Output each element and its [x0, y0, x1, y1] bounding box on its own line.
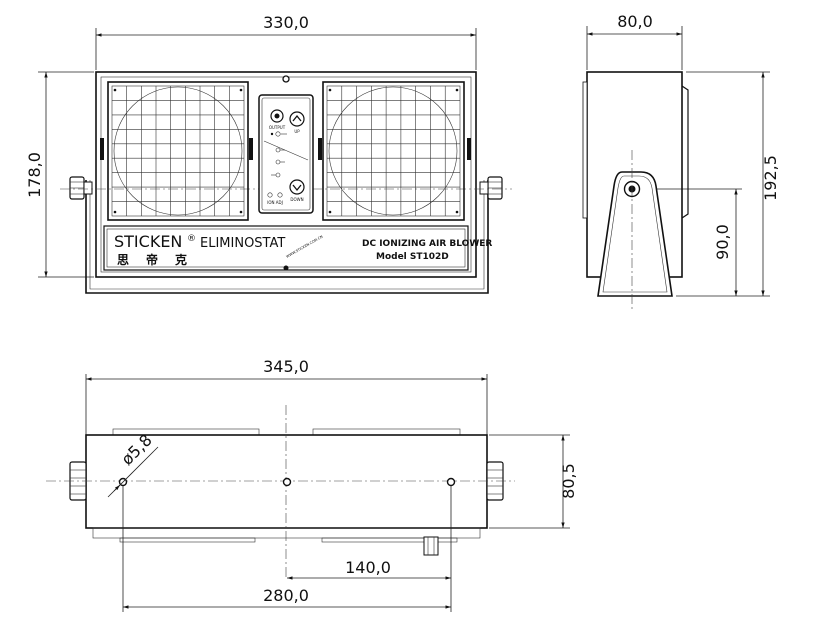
dim-side-depth: 80,0: [586, 12, 683, 70]
front-view: 330,0 178,0: [25, 13, 512, 294]
side-bracket: [597, 171, 673, 297]
bottom-view: 345,0 80,5: [46, 357, 578, 612]
dim-bottom-width-label: 345,0: [263, 357, 309, 376]
right-fan-grille: [322, 81, 465, 221]
chinese-char-1: 思: [117, 253, 129, 267]
dim-side-height-label: 192,5: [761, 155, 780, 201]
left-fan-grille: [107, 81, 249, 221]
side-view: 80,0 192,5 90,0: [582, 12, 780, 312]
up-label: UP: [294, 129, 300, 134]
model-number: Model ST102D: [376, 252, 449, 262]
mount-hole-center: [282, 477, 292, 487]
mounting-bracket: [85, 180, 489, 294]
dim-front-height-label: 178,0: [25, 152, 44, 198]
dim-front-width: 330,0: [95, 13, 477, 70]
dim-side-pivot-label: 90,0: [713, 224, 732, 260]
registered-mark: ®: [187, 234, 196, 244]
dim-side-depth-label: 80,0: [617, 12, 653, 31]
dim-hole-diameter: ø5,8: [107, 430, 159, 498]
right-knob: [479, 176, 503, 200]
dim-front-width-label: 330,0: [263, 13, 309, 32]
dim-hole-diameter-label: ø5,8: [117, 430, 155, 468]
product-description: DC IONIZING AIR BLOWER: [362, 239, 492, 249]
mount-hole-right: [446, 477, 456, 487]
chinese-char-3: 克: [175, 252, 187, 267]
dim-bottom-depth-label: 80,5: [559, 463, 578, 499]
dim-bottom-width: 345,0: [85, 357, 488, 435]
dim-bottom-depth: 80,5: [489, 434, 578, 529]
down-label: DOWN: [290, 197, 303, 202]
front-housing: [95, 71, 477, 278]
name-plate: STICKEN ® ELIMINOSTAT 思 帝 克 WWW.STICKEN.…: [103, 225, 492, 271]
left-knob: [69, 176, 93, 200]
chinese-char-2: 帝: [146, 252, 158, 267]
ion-adj-label: ION ADJ: [267, 200, 283, 205]
product-name: ELIMINOSTAT: [200, 236, 285, 251]
output-label: OUTPUT: [269, 125, 286, 130]
dim-hole-offset-label: 140,0: [345, 558, 391, 577]
dim-hole-pitch-label: 280,0: [263, 586, 309, 605]
dim-front-height: 178,0: [25, 71, 94, 278]
dim-hole-pitch: 280,0: [123, 586, 451, 609]
control-panel: OUTPUT UP ION ADJ DOWN: [258, 94, 314, 214]
dim-side-height: 192,5: [676, 71, 780, 297]
dim-hole-offset: 140,0: [287, 558, 451, 580]
brand-name: STICKEN: [114, 232, 182, 251]
